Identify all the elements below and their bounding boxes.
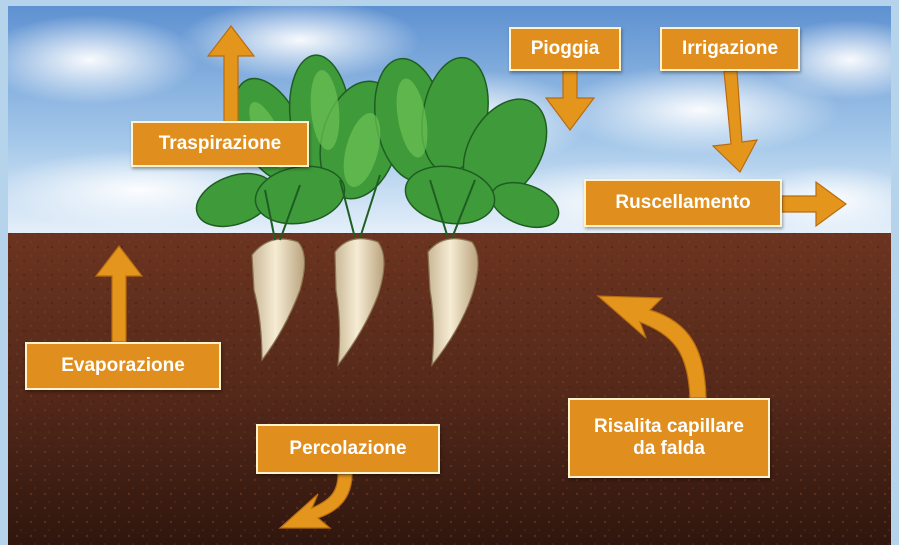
label-evaporazione: Evaporazione (25, 342, 221, 390)
frame-right (891, 0, 899, 545)
label-risalita-capillare: Risalita capillare da falda (568, 398, 770, 478)
label-percolazione: Percolazione (256, 424, 440, 474)
label-traspirazione: Traspirazione (131, 121, 309, 167)
label-ruscellamento: Ruscellamento (584, 179, 782, 227)
frame-left (0, 0, 8, 545)
frame-top (0, 0, 899, 6)
label-irrigazione: Irrigazione (660, 27, 800, 71)
label-risalita-line2: da falda (633, 438, 705, 460)
label-risalita-line1: Risalita capillare (594, 416, 744, 438)
label-pioggia: Pioggia (509, 27, 621, 71)
